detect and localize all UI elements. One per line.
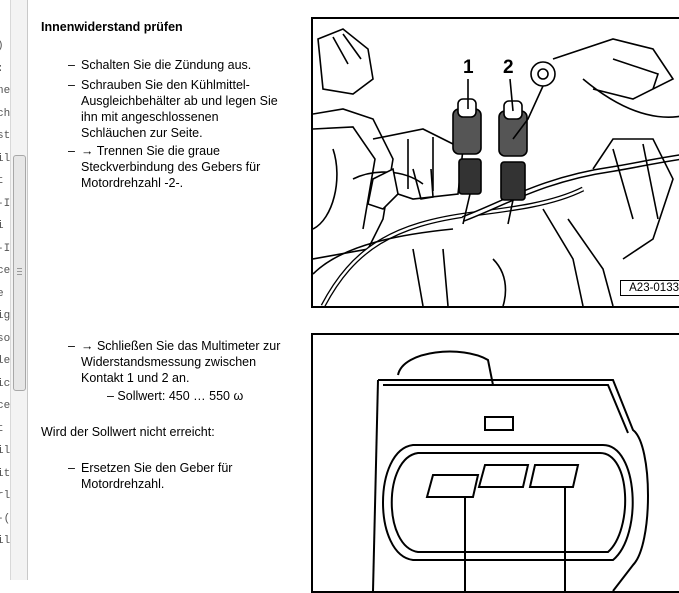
clipped-text-fragment: il <box>0 445 10 457</box>
connector-drawing <box>372 350 649 591</box>
clipped-text-fragment: st <box>0 130 10 142</box>
figure-engine-connectors: 1 2 A23-0133 <box>311 17 679 308</box>
condition-text: Wird der Sollwert nicht erreicht: <box>41 425 215 439</box>
clipped-text-fragment: t <box>0 175 4 187</box>
clipped-text-fragment: -I <box>0 197 10 210</box>
step-ignition-off: – Schalten Sie die Zündung aus. <box>68 58 252 72</box>
clipped-text-fragment: ) <box>0 40 4 52</box>
callout-1: 1 <box>463 57 474 78</box>
clipped-text-fragment: le <box>0 355 10 367</box>
engine-bay-drawing <box>313 28 679 306</box>
figure-id-label: A23-0133 <box>620 280 679 296</box>
clipped-text-fragment: ic <box>0 377 10 390</box>
clipped-text-fragment: ce <box>0 265 10 277</box>
figure-connector-pins <box>311 333 679 593</box>
clipped-text-fragment: : <box>0 63 4 75</box>
clipped-text-fragment: -I <box>0 242 10 255</box>
clipped-text-fragment: ce <box>0 400 10 412</box>
document-content: Innenwiderstand prüfen – Schalten Sie di… <box>28 0 679 593</box>
step-remove-coolant-tank: – Schrauben Sie den Kühlmittel- Ausgleic… <box>68 78 278 140</box>
clipped-text-fragment: i <box>0 220 4 232</box>
clipped-text-fragment: t <box>0 422 4 435</box>
clipped-text-fragment: ig <box>0 310 10 322</box>
clipped-text-fragment: il <box>0 152 10 165</box>
callout-2: 2 <box>503 57 514 78</box>
scrollbar-thumb[interactable] <box>13 155 26 391</box>
step-connect-multimeter: – → Schließen Sie das Multimeter zur Wid… <box>68 339 281 385</box>
section-heading: Innenwiderstand prüfen <box>41 20 183 34</box>
clipped-text-fragment: ne <box>0 85 10 97</box>
clipped-text-fragment: e <box>0 287 4 300</box>
step-disconnect-connector: – → Trennen Sie die graue Steckverbindun… <box>68 144 261 190</box>
clipped-text-fragment: -( <box>0 512 10 525</box>
clipped-text-fragment: ch <box>0 107 10 120</box>
sollwert-value: – Sollwert: 450 … 550 ω <box>107 389 244 403</box>
left-panel-clipped-text: ): ne ch st il t -I i -I ce e ig so le ic ce t il it rl -( il <box>0 0 10 580</box>
clipped-text-fragment: rl <box>0 490 10 502</box>
vertical-scrollbar[interactable] <box>10 0 28 580</box>
clipped-text-fragment: so <box>0 332 10 345</box>
clipped-text-fragment: it <box>0 467 10 480</box>
step-replace-sensor: – Ersetzen Sie den Geber für Motordrehza… <box>68 461 233 491</box>
clipped-text-fragment: il <box>0 535 10 547</box>
